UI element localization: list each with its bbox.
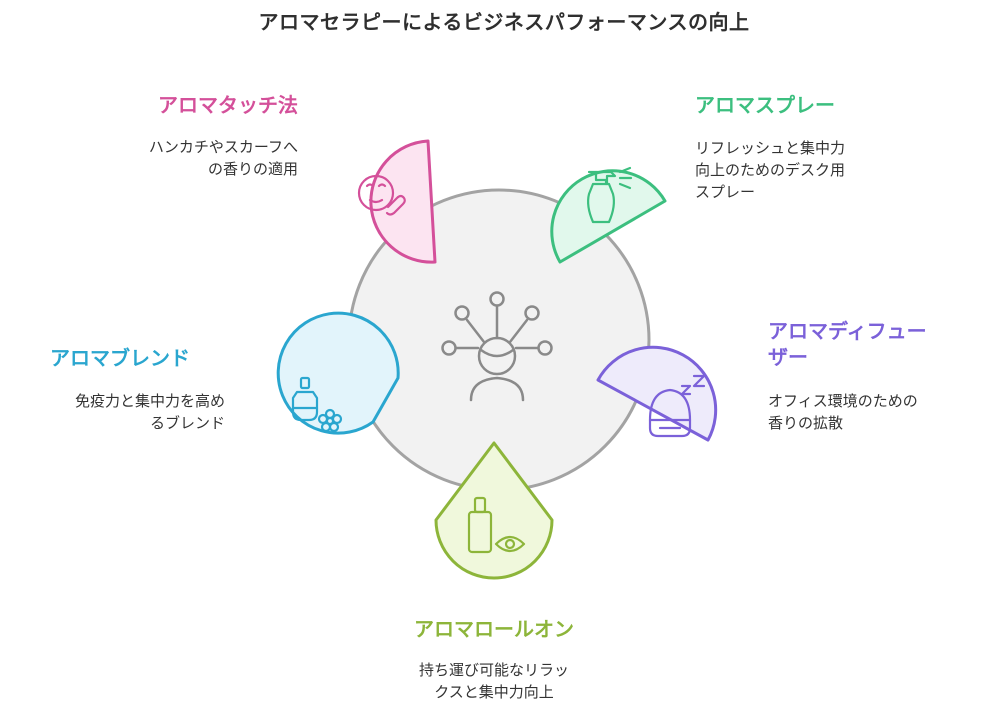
page-title: アロマセラピーによるビジネスパフォーマンスの向上 xyxy=(258,10,750,34)
dropper-eye-icon xyxy=(467,496,526,554)
spray-desc-line3: スプレー xyxy=(695,183,756,201)
blend-desc-line1: 免疫力と集中力を高め xyxy=(74,392,225,410)
touch-desc-line2: の香りの適用 xyxy=(207,160,298,178)
rollon-description: 持ち運び可能なリラッ クスと集中力向上 xyxy=(344,659,644,703)
diffuser-desc-line1: オフィス環境のための xyxy=(768,392,918,410)
oil-flower-icon xyxy=(291,376,343,433)
blend-heading: アロマブレンド xyxy=(50,346,190,370)
breath-scent-face-icon xyxy=(357,174,406,216)
spray-bottle-icon xyxy=(587,166,633,224)
spray-desc-line2: 向上のためのデスク用 xyxy=(695,161,846,179)
touch-heading: アロマタッチ法 xyxy=(158,93,298,117)
person-network-icon xyxy=(441,291,553,402)
touch-desc-line1: ハンカチやスカーフへ xyxy=(148,138,298,156)
spray-desc-line1: リフレッシュと集中力 xyxy=(695,139,846,157)
spray-description: リフレッシュと集中力 向上のためのデスク用 スプレー xyxy=(695,137,955,203)
blend-node xyxy=(276,311,400,435)
rollon-heading: アロマロールオン xyxy=(414,617,574,641)
diffuser-sleep-icon xyxy=(648,374,706,438)
spray-heading: アロマスプレー xyxy=(695,93,835,117)
touch-description: ハンカチやスカーフへ の香りの適用 xyxy=(60,136,298,180)
diffuser-node xyxy=(596,345,718,442)
rollon-desc-line2: クスと集中力向上 xyxy=(434,683,554,701)
diffuser-description: オフィス環境のための 香りの拡散 xyxy=(768,390,998,434)
blend-description: 免疫力と集中力を高め るブレンド xyxy=(20,390,225,434)
spray-node xyxy=(550,169,667,264)
diffuser-heading-line1: アロマディフュー xyxy=(768,319,927,343)
diffuser-heading-line2: ザー xyxy=(768,345,808,369)
diffuser-desc-line2: 香りの拡散 xyxy=(768,414,844,432)
rollon-desc-line1: 持ち運び可能なリラッ xyxy=(418,661,569,679)
diffuser-heading: アロマディフュー ザー xyxy=(768,318,998,370)
blend-desc-line2: るブレンド xyxy=(149,414,225,432)
